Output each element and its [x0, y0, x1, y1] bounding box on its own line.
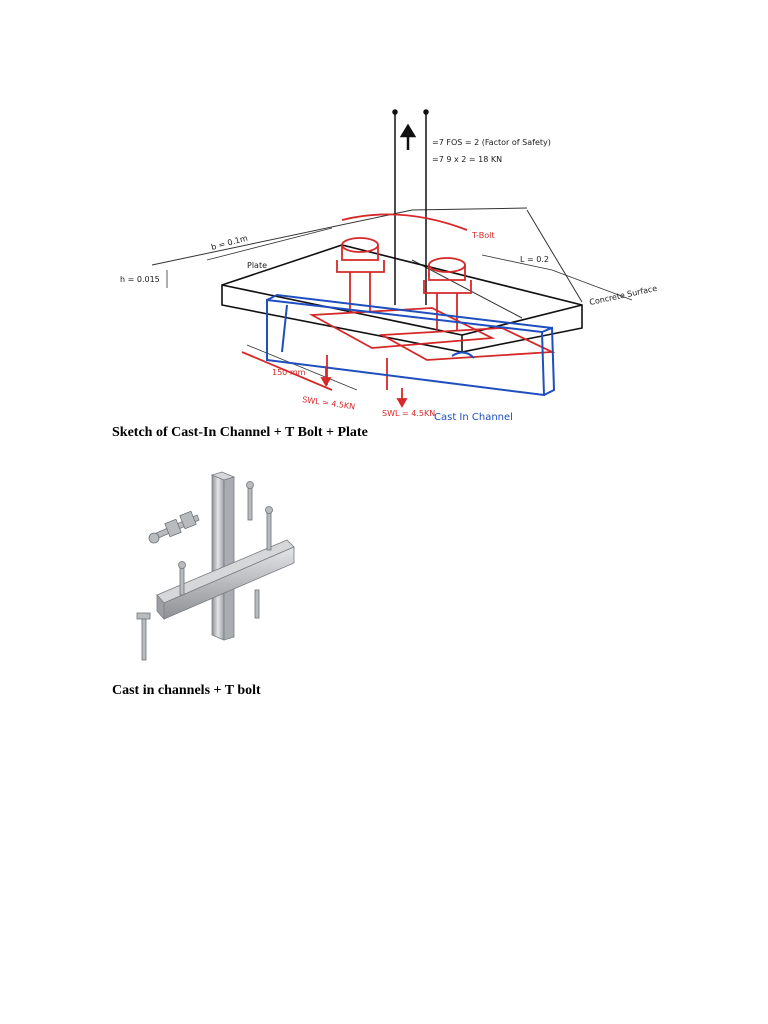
annotation-b: b = 0.1m — [210, 234, 249, 252]
photo-caption: Cast in channels + T bolt — [112, 683, 261, 698]
annotation-channel: Cast In Channel — [434, 412, 513, 423]
sketch-figure: =7 FOS = 2 (Factor of Safety) =7 9 x 2 =… — [120, 109, 658, 423]
annotation-h: h = 0.015 — [120, 275, 160, 284]
annotation-swl-2: SWL = 4.5KN — [382, 409, 435, 418]
concrete-surface-lines — [151, 207, 583, 319]
annotation-t-bolt: T-Bolt — [471, 231, 495, 240]
annotation-plate: Plate — [247, 261, 267, 270]
annotation-l: L = 0.2 — [520, 255, 549, 264]
sketch-caption: Sketch of Cast-In Channel + T Bolt + Pla… — [112, 425, 368, 440]
up-arrow-icon — [399, 123, 417, 150]
annotation-150mm: 150 mm — [272, 368, 306, 377]
annotation-fos: =7 FOS = 2 (Factor of Safety) — [432, 138, 551, 147]
annotation-swl-1: SWL = 4.5KN — [302, 395, 356, 411]
cast-in-channel-sketch — [266, 293, 556, 397]
load-arrow-icon — [320, 366, 408, 408]
dimension-lines — [166, 227, 633, 391]
annotation-load: =7 9 x 2 = 18 KN — [432, 155, 502, 164]
loose-bolt-icon — [148, 510, 200, 544]
vertical-channel — [210, 471, 236, 641]
horizontal-channel — [156, 539, 295, 621]
t-bolt-icon — [136, 481, 273, 661]
channel-photo — [136, 471, 295, 661]
lifting-rods — [392, 109, 429, 305]
